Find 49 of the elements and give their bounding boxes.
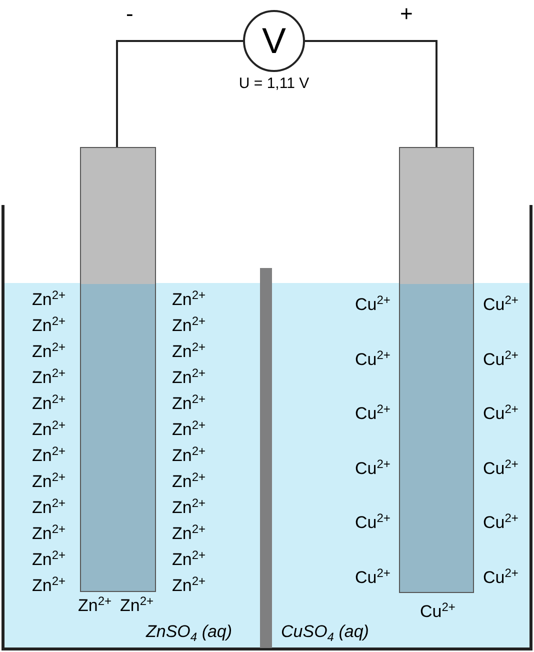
ion-label: Cu$^{2+}$	[355, 568, 390, 588]
ion-label: Zn$^{2+}$	[172, 576, 206, 596]
ion-label: Zn$^{2+}$	[32, 420, 66, 440]
ion-label: Cu$^{2+}$	[355, 295, 390, 315]
ion-label: Zn$^{2+}$	[172, 394, 206, 414]
voltage-label: U = 1,11 V	[238, 74, 310, 94]
ion-label: Cu$^{2+}$	[483, 404, 518, 424]
ion-label: Zn$^{2+}$	[32, 472, 66, 492]
ion-label: Cu$^{2+}$	[420, 602, 456, 622]
ion-label: Zn$^{2+}$	[32, 446, 66, 466]
ion-label: Zn$^{2+}$	[32, 576, 66, 596]
ion-label: Zn$^{2+}$	[120, 596, 154, 616]
ion-label: Cu$^{2+}$	[483, 513, 518, 534]
ion-label: Cu$^{2+}$	[355, 350, 390, 370]
ion-label: Zn$^{2+}$	[32, 368, 66, 388]
ion-label: Zn$^{2+}$	[172, 446, 206, 466]
ion-label: Zn$^{2+}$	[32, 524, 66, 544]
ion-label: Cu$^{2+}$	[355, 458, 390, 479]
voltmeter-symbol: V	[262, 23, 286, 59]
ion-label: Cu$^{2+}$	[483, 350, 518, 370]
ion-label: Zn$^{2+}$	[32, 342, 66, 362]
ion-label: Zn$^{2+}$	[32, 290, 66, 310]
ion-label: Zn$^{2+}$	[172, 316, 206, 336]
zinc-electrode	[80, 147, 156, 592]
ion-label: Zn$^{2+}$	[172, 368, 206, 388]
solution-label: ZnSO$_{4}$ (aq)	[146, 622, 232, 642]
ion-label: Cu$^{2+}$	[483, 295, 518, 315]
ion-label: Zn$^{2+}$	[172, 420, 206, 440]
wire	[116, 40, 243, 147]
wire	[305, 40, 438, 147]
polarity-sign: -	[126, 4, 134, 24]
ion-label: Zn$^{2+}$	[32, 394, 66, 414]
ion-label: Zn$^{2+}$	[32, 550, 66, 570]
solution-label: CuSO$_{4}$ (aq)	[281, 622, 369, 642]
ion-label: Zn$^{2+}$	[32, 316, 66, 336]
ion-label: Zn$^{2+}$	[32, 498, 66, 518]
ion-label: Zn$^{2+}$	[78, 596, 112, 616]
polarity-sign: +	[400, 4, 413, 24]
ion-label: Zn$^{2+}$	[172, 550, 206, 570]
ion-label: Cu$^{2+}$	[355, 404, 390, 424]
ion-label: Cu$^{2+}$	[355, 513, 390, 534]
ion-label: Zn$^{2+}$	[172, 290, 206, 310]
ion-label: Zn$^{2+}$	[172, 498, 206, 518]
copper-electrode	[399, 147, 474, 593]
ion-label: Zn$^{2+}$	[172, 342, 206, 362]
ion-label: Zn$^{2+}$	[172, 472, 206, 492]
ion-label: Zn$^{2+}$	[172, 524, 206, 544]
ion-label: Cu$^{2+}$	[483, 458, 518, 479]
ion-label: Cu$^{2+}$	[483, 568, 518, 588]
